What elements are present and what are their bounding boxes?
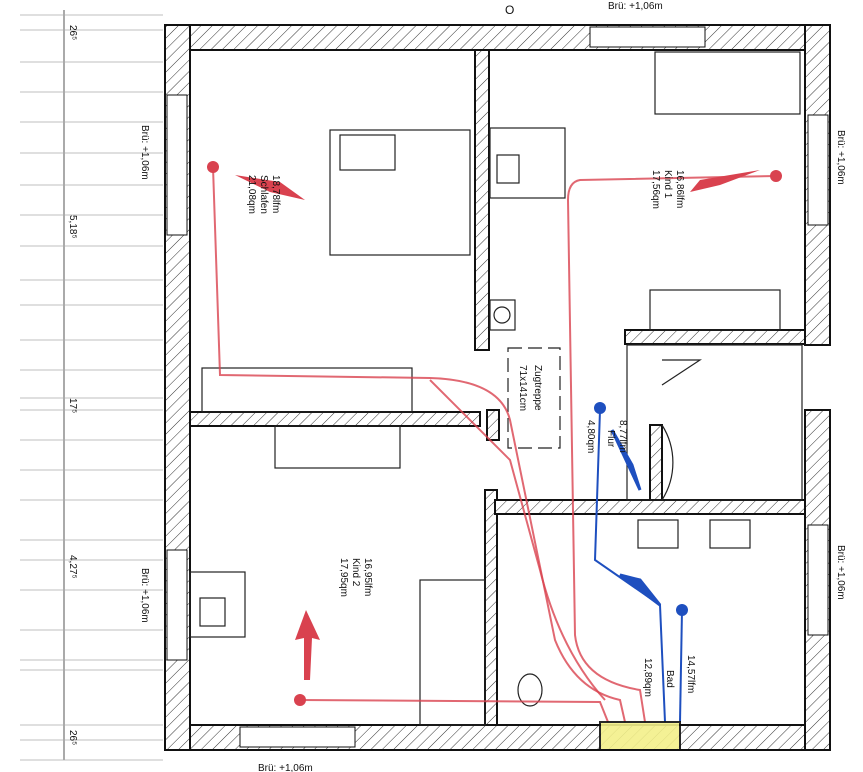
dim-bottom: 26⁵ xyxy=(67,730,78,745)
arrow-icon xyxy=(619,573,662,607)
schlafen-name: Schlafen xyxy=(258,175,269,214)
circuit-start-kind2 xyxy=(294,694,306,706)
zugtreppe-size: 71x141cm xyxy=(517,365,528,411)
kind2-length: 16,95lfm xyxy=(362,558,373,596)
window-label-right-lower: Brü: +1,06m xyxy=(835,545,846,600)
kind1-length: 16,86lfm xyxy=(674,170,685,208)
flur-name: Flur xyxy=(605,430,616,448)
bad-area: 12,89qm xyxy=(642,658,653,697)
heating-manifold xyxy=(599,721,681,751)
flur-area: 4,80qm xyxy=(585,420,596,453)
window-label-left-lower: Brü: +1,06m xyxy=(139,568,150,623)
bad-length: 14,57lfm xyxy=(685,655,696,693)
north-mark: O xyxy=(505,3,514,17)
windows xyxy=(166,26,829,748)
kind1-area: 17,56qm xyxy=(650,170,661,209)
heating-circuits xyxy=(207,161,782,723)
schlafen-area: 21,08qm xyxy=(246,175,257,214)
walls xyxy=(164,24,831,751)
arrow-icon xyxy=(295,610,320,680)
dim-mid: 17⁵ xyxy=(67,398,78,413)
window-label-right-upper: Brü: +1,06m xyxy=(835,130,846,185)
dim-lower: 4,27⁵ xyxy=(67,555,78,579)
zugtreppe-label: Zugtreppe xyxy=(532,365,543,411)
dim-top: 26⁵ xyxy=(67,25,78,40)
arrow-icon xyxy=(610,429,642,491)
circuit-start-flur xyxy=(594,402,606,414)
schlafen-length: 18,78lfm xyxy=(270,175,281,213)
circuit-start-bad xyxy=(676,604,688,616)
dimension-lines xyxy=(20,10,163,761)
flur-length: 8,77lfm xyxy=(617,420,628,453)
kind1-name: Kind 1 xyxy=(662,170,673,199)
dimension-labels: 26⁵ 5,18⁵ 17⁵ 4,27⁵ 26⁵ xyxy=(67,25,78,745)
attic-ladder-outline xyxy=(507,347,561,449)
arrow-icon xyxy=(235,175,305,200)
room-labels: 18,78lfm Schlafen 21,08qm 16,86lfm Kind … xyxy=(246,170,696,697)
bad-name: Bad xyxy=(664,670,675,688)
circuit-start-schlafen xyxy=(207,161,219,173)
window-label-top: Brü: +1,06m xyxy=(608,1,663,12)
kind2-name: Kind 2 xyxy=(350,558,361,587)
arrow-icon xyxy=(690,170,760,192)
furniture xyxy=(189,51,803,726)
dim-upper: 5,18⁵ xyxy=(67,215,78,239)
window-label-left-upper: Brü: +1,06m xyxy=(139,125,150,180)
kind2-area: 17,95qm xyxy=(338,558,349,597)
window-label-bottom: Brü: +1,06m xyxy=(258,763,313,772)
circuit-start-kind1 xyxy=(770,170,782,182)
